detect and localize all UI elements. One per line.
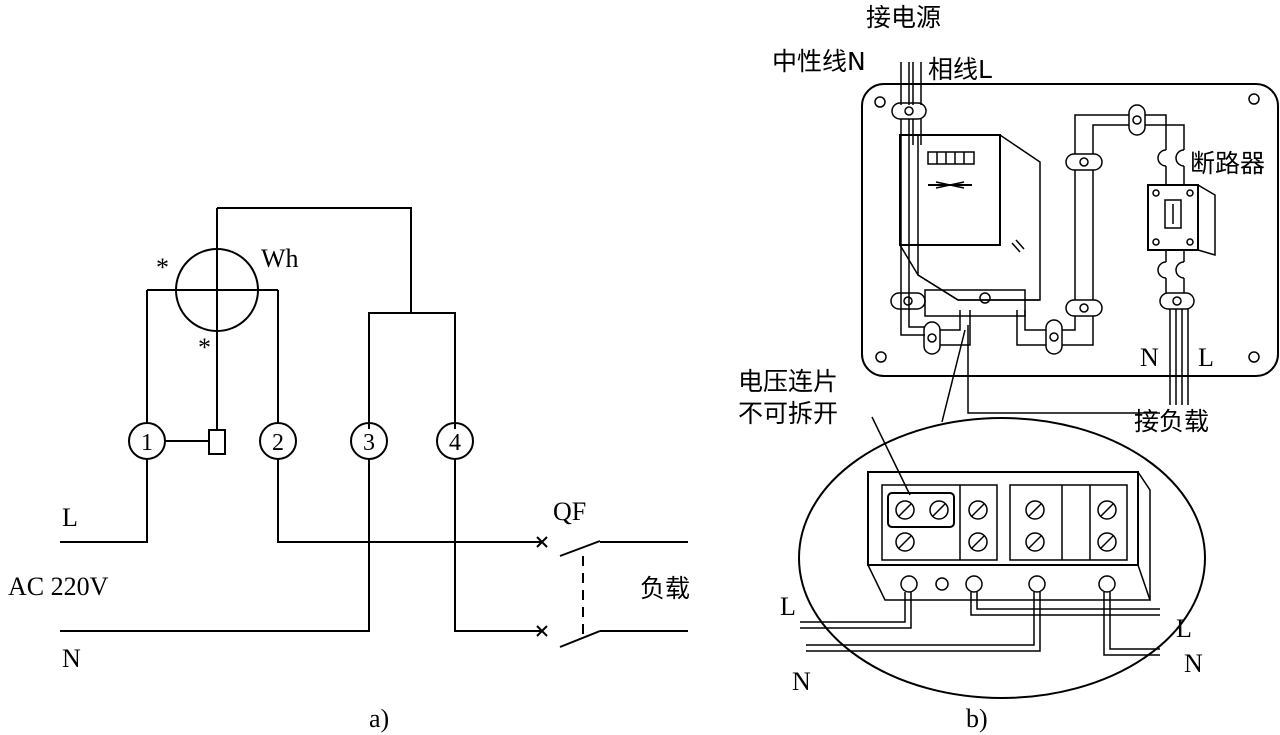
power-in-label: 接电源 — [866, 3, 941, 32]
line-L-label: L — [62, 503, 78, 532]
voltage-link-leader — [871, 416, 911, 496]
terminal-2: 2 — [259, 422, 297, 460]
physical-diagram-b: 接电源 中性线N 相线L 断路器 N L 接负载 电压连片 不可拆开 L N L… — [738, 3, 1279, 733]
star-marker-top: * — [156, 253, 169, 282]
line-N-label: N — [62, 644, 81, 673]
voltage-link-label-2: 不可拆开 — [738, 399, 838, 428]
breaker-qf — [536, 536, 688, 648]
terminal-3-label: 3 — [363, 430, 375, 456]
wire-N-in — [60, 459, 370, 632]
breaker-label-b: 断路器 — [1190, 149, 1265, 178]
board-screws — [874, 93, 1260, 363]
meter-label: Wh — [261, 244, 299, 273]
supply-label: AC 220V — [8, 572, 109, 601]
terminal-4-label: 4 — [449, 430, 461, 456]
phase-in-label: 相线L — [928, 55, 992, 84]
terminal-1-label: 1 — [141, 430, 153, 456]
terminal-block — [867, 471, 1152, 601]
neutral-in-label: 中性线N — [772, 47, 866, 76]
terminal-screws — [895, 500, 1117, 593]
out-L-label: L — [1198, 343, 1214, 372]
mounting-board — [861, 83, 1279, 377]
detail-leader-2 — [941, 329, 966, 423]
breaker-label: QF — [553, 497, 586, 526]
load-label: 负载 — [640, 574, 690, 603]
caption-a: a) — [369, 704, 389, 733]
wire-meter-to-neutral — [217, 207, 412, 313]
detail-L-right-label: L — [1176, 614, 1192, 643]
wire-L-in — [60, 459, 148, 543]
out-N-label: N — [1140, 343, 1159, 372]
board-wiring — [900, 114, 1189, 405]
voltage-link-box — [208, 429, 226, 455]
detail-L-left-label: L — [780, 592, 796, 621]
star-marker-bottom: * — [198, 333, 211, 362]
wire-L-out — [277, 459, 542, 543]
wire-neutral-bridge — [368, 312, 456, 429]
detail-N-right-label: N — [1184, 649, 1203, 678]
circuit-breaker — [1147, 184, 1216, 257]
energy-meter — [899, 134, 1041, 317]
detail-leader-1 — [967, 325, 1160, 414]
terminal-2-label: 2 — [272, 430, 284, 456]
terminal-1: 1 — [128, 422, 166, 460]
voltage-link-label-1: 电压连片 — [738, 367, 838, 396]
load-out-label: 接负载 — [1134, 407, 1209, 436]
terminal-block-detail — [798, 417, 1206, 699]
schematic-diagram-a: 1 2 3 4 Wh * * — [8, 207, 690, 733]
wire-N-out — [454, 459, 542, 632]
detail-N-left-label: N — [792, 667, 811, 696]
caption-b: b) — [966, 704, 988, 733]
detail-wires — [800, 592, 1160, 656]
